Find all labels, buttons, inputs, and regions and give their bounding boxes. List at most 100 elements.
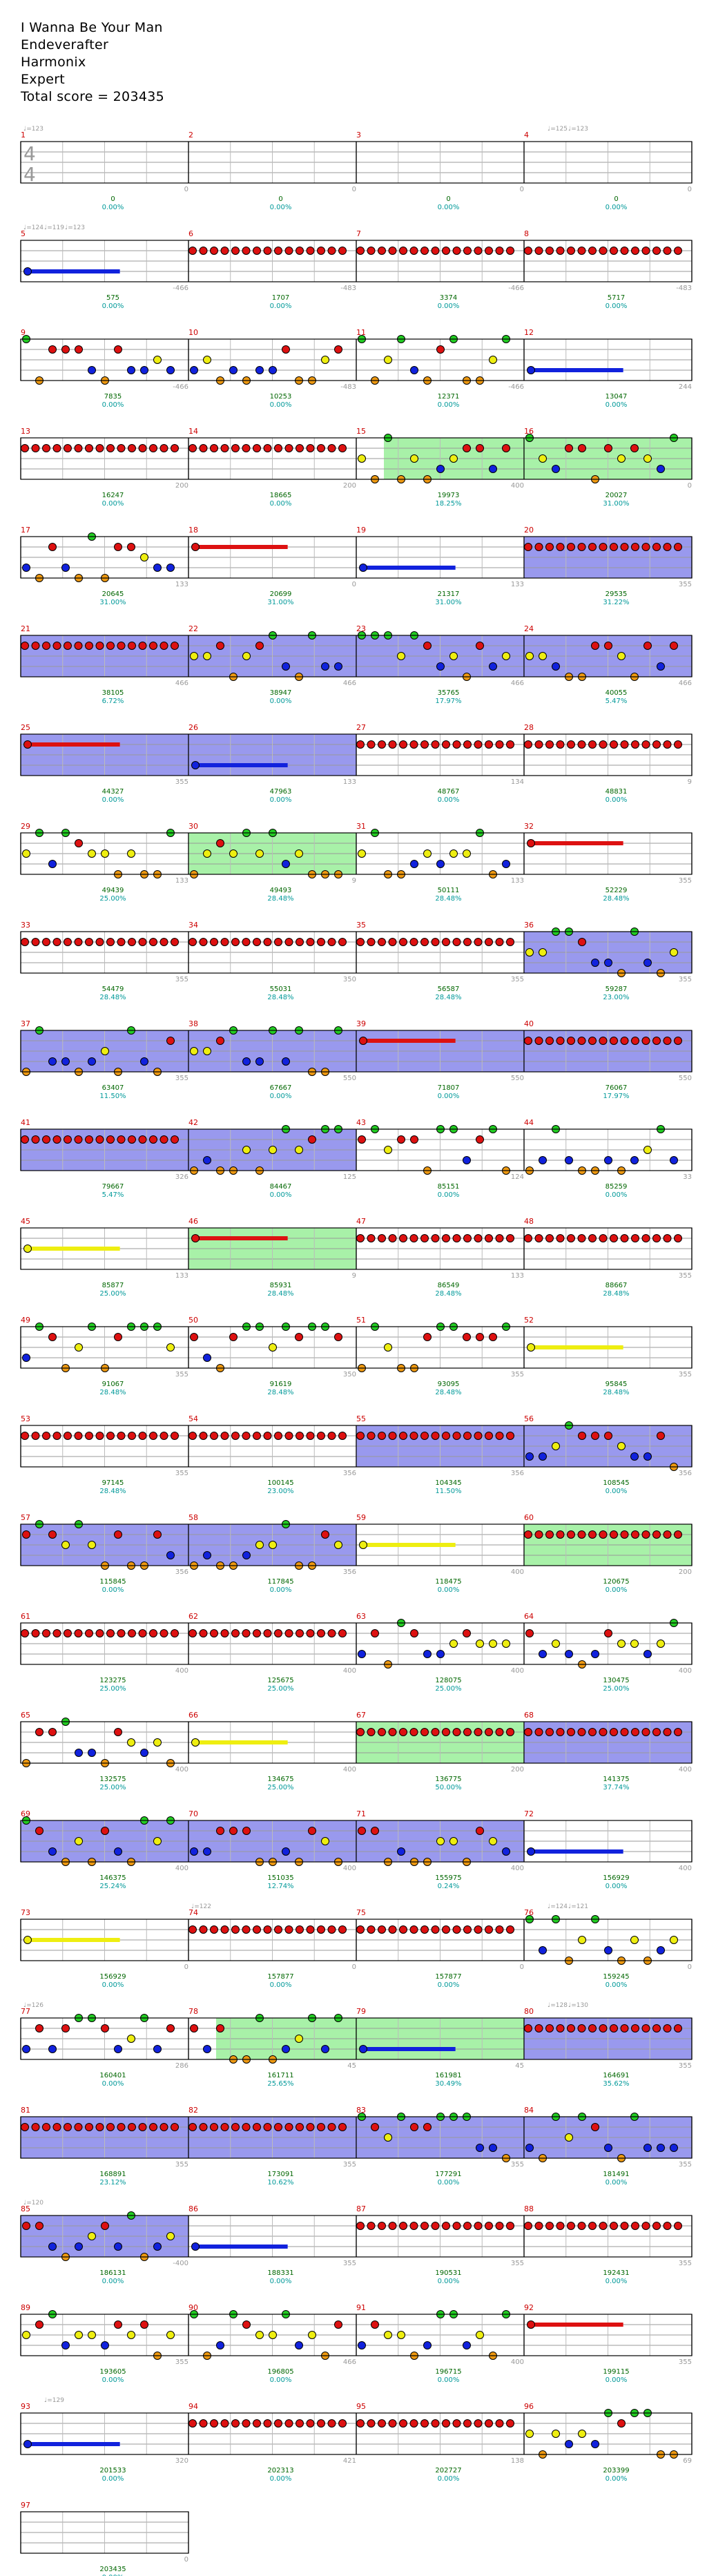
note-count: 466 [343,2358,356,2366]
note-gem [52,1135,61,1144]
note-gem [269,1146,277,1154]
note-gem [74,2123,83,2131]
note-gem [556,1234,565,1242]
note-gem [502,1640,510,1648]
note-gem [296,1925,304,1934]
overdrive-percent: 0.00% [438,204,460,211]
note-count: 350 [343,1371,356,1378]
note-count: 400 [175,1667,188,1675]
measure-number: 13 [21,427,30,436]
measure-number: 73 [21,1908,30,1917]
note-gem [674,2222,682,2230]
measure-number: 78 [188,2007,198,2016]
note-gem [384,1343,392,1352]
note-gem [338,444,347,452]
note-count: 134 [511,778,524,786]
note-gem [231,2419,240,2428]
note-gem [216,1037,224,1045]
overdrive-percent: 0.00% [102,2475,124,2483]
sustain-tail [195,1236,288,1240]
measure-score: 0 [446,195,450,203]
note-gem [663,2024,672,2032]
note-gem [229,366,238,374]
note-gem [166,1551,175,1559]
measure-number: 58 [188,1513,198,1522]
note-gem [599,1037,608,1045]
measure-score: 88667 [606,1282,628,1289]
note-gem [506,247,514,255]
note-count: -466 [508,285,524,292]
note-gem [599,740,608,749]
measure-score: 100145 [267,1479,293,1487]
measure-score: 156929 [99,1973,126,1981]
note-gem [166,1037,175,1045]
tempo-marking: ♩=121 [568,1903,588,1910]
measure-score: 157877 [435,1973,461,1981]
note-gem [31,1629,40,1637]
total-score: Total score = 203435 [21,89,164,104]
note-gem [190,1847,198,1856]
note-gem [449,849,458,858]
note-gem [296,1629,304,1637]
measure-score: 71807 [438,1084,460,1092]
measure-score: 44327 [102,788,124,796]
note-count: 9 [688,778,692,786]
note-gem [356,1728,365,1736]
note-gem [242,2320,251,2329]
note-gem [474,938,483,946]
sustain-tail [28,2442,120,2446]
note-gem [106,642,115,650]
overdrive-percent: 5.47% [102,1191,124,1199]
sustain-tail [28,1938,120,1942]
note-gem [631,740,639,749]
note-gem [31,1432,40,1440]
note-gem [203,1847,211,1856]
note-gem [641,247,650,255]
measure-number: 38 [188,1019,198,1028]
note-gem [476,2331,484,2339]
note-gem [188,247,197,255]
note-gem [153,356,162,364]
sustain-tail [195,545,288,549]
note-gem [356,938,365,946]
tempo-marking: ♩=123 [23,126,43,133]
measure-number: 52 [524,1316,534,1325]
measure-score: 156929 [603,1874,629,1882]
note-gem [153,564,162,572]
note-gem [630,1156,639,1164]
note-gem [378,938,386,946]
note-gem [534,2222,543,2230]
note-gem [578,1936,586,1944]
note-gem [317,1629,325,1637]
note-count: 400 [679,1766,692,1774]
note-gem [149,444,157,452]
note-gem [274,1925,282,1934]
note-gem [61,1057,70,1066]
note-gem [220,247,229,255]
note-gem [463,1629,471,1637]
note-gem [282,662,290,671]
note-gem [442,1432,450,1440]
note-gem [128,642,136,650]
overdrive-percent: 0.00% [438,2278,460,2285]
note-count: 138 [511,2457,524,2465]
overdrive-percent: 0.00% [606,1586,628,1594]
note-gem [229,1333,238,1341]
note-gem [463,1925,472,1934]
staff-border [20,2412,693,2455]
note-gem [556,1728,565,1736]
note-gem [190,1333,198,1341]
note-gem [474,2419,483,2428]
note-gem [442,938,450,946]
measure-number: 54 [188,1414,198,1423]
note-count: 45 [347,2062,356,2070]
note-gem [42,1135,50,1144]
staff-border [20,240,693,282]
note-count: 466 [511,680,524,687]
note-gem [284,2123,293,2131]
measure-number: 3 [356,131,361,140]
note-gem [657,465,665,473]
note-gem [506,938,514,946]
note-gem [591,1650,599,1658]
measure-score: 0 [110,195,115,203]
